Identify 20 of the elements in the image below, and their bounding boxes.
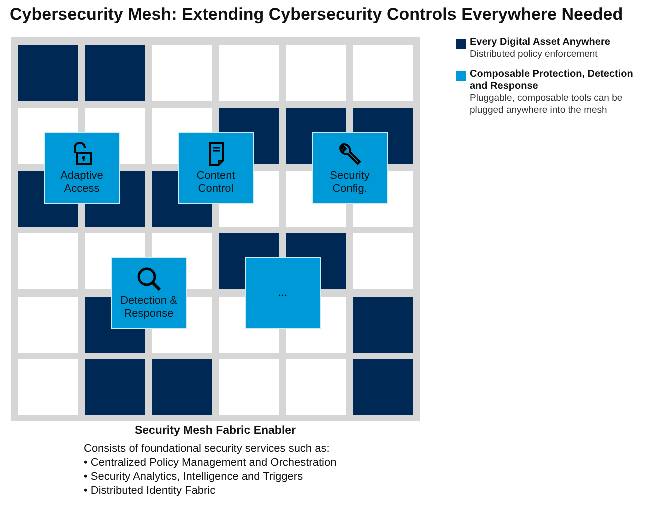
legend-description: Distributed policy enforcement [470, 49, 599, 61]
tile-label: Security Config. [329, 170, 371, 196]
tool-tile [312, 132, 388, 204]
tool-tile [111, 257, 187, 329]
tool-tile [245, 257, 321, 329]
body-text: • Security Analytics, Intelligence and Triggers [84, 471, 304, 483]
body-text: • Distributed Identity Fabric [84, 485, 216, 497]
tile-label: Detection & Response [120, 294, 178, 320]
body-text: • Centralized Policy Management and Orchestration [84, 457, 337, 469]
tile-label: ... [278, 286, 288, 300]
body-text: Consists of foundational security services such as: [84, 443, 330, 455]
tool-tile [44, 132, 120, 204]
heading: Security Mesh Fabric Enabler [134, 425, 298, 437]
legend-text: Composable Protection, Detection and Response [470, 69, 634, 93]
legend-description: Pluggable, composable tools can be plugged anywhere into the mesh [470, 93, 624, 117]
tool-tile [178, 132, 254, 204]
title: Cybersecurity Mesh: Extending Cybersecurity Controls Everywhere Needed [10, 5, 624, 25]
tile-label: Adaptive Access [60, 170, 104, 196]
legend-text: Every Digital Asset Anywhere [470, 37, 612, 49]
tile-label: Content Control [196, 170, 236, 196]
